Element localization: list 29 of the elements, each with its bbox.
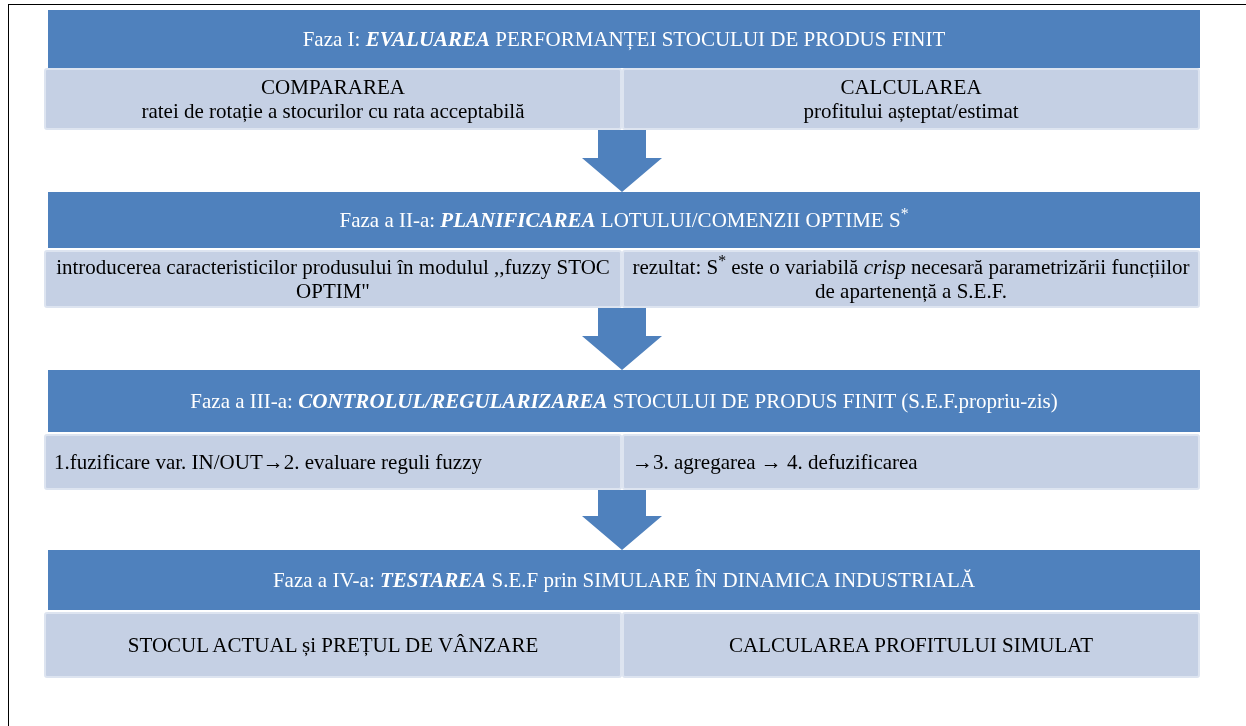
step-box bbox=[622, 68, 1200, 130]
phase-header-band bbox=[48, 550, 1200, 610]
phase-title: Faza I: EVALUAREA PERFORMANȚEI STOCULUI DE PRODUS FINIT bbox=[302, 25, 946, 53]
phase-title: Faza a II-a: PLANIFICAREA LOTULUI/COMENZII OPTIME S$^{*}$ bbox=[339, 206, 909, 234]
step-box bbox=[44, 612, 622, 678]
phase-header-band bbox=[48, 10, 1200, 68]
step-box bbox=[622, 434, 1200, 490]
step-text: →3. agregarea → 4. defuzificarea bbox=[632, 449, 918, 475]
step-box bbox=[44, 434, 622, 490]
step-text: CALCULAREA bbox=[840, 74, 982, 99]
block-arrow bbox=[582, 130, 662, 192]
block-arrow bbox=[582, 308, 662, 370]
step-text: ratei de rotație a stocurilor cu rata acceptabilă bbox=[141, 99, 525, 124]
step-text: introducerea caracteristicilor produsului în modulul ,,fuzzy STOC OPTIM" bbox=[55, 254, 611, 304]
step-box bbox=[44, 250, 622, 308]
step-text: profitului așteptat/estimat bbox=[803, 99, 1019, 124]
step-text: COMPARAREA bbox=[261, 74, 405, 99]
step-text: STOCUL ACTUAL și PREȚUL DE VÂNZARE bbox=[127, 632, 539, 658]
phase-header-band bbox=[48, 192, 1200, 248]
step-text: 1.fuzificare var. IN/OUT→2. evaluare reguli fuzzy bbox=[54, 449, 482, 475]
step-text: CALCULAREA PROFITULUI SIMULAT bbox=[729, 632, 1093, 658]
phase-title: Faza a IV-a: TESTAREA S.E.F prin SIMULARE ÎN DINAMICA INDUSTRIALĂ bbox=[272, 566, 976, 594]
step-box bbox=[622, 250, 1200, 308]
phase-title: Faza a III-a: CONTROLUL/REGULARIZAREA STOCULUI DE PRODUS FINIT (S.E.F.propriu-zis) bbox=[190, 387, 1058, 415]
step-box bbox=[44, 68, 622, 130]
step-box bbox=[622, 612, 1200, 678]
step-text: rezultat: S$^{*}$ este o variabilă crisp necesară parametrizării funcțiilor de apartenență a S.E.F. bbox=[632, 254, 1190, 304]
block-arrow bbox=[582, 490, 662, 550]
phase-header-band bbox=[48, 370, 1200, 432]
